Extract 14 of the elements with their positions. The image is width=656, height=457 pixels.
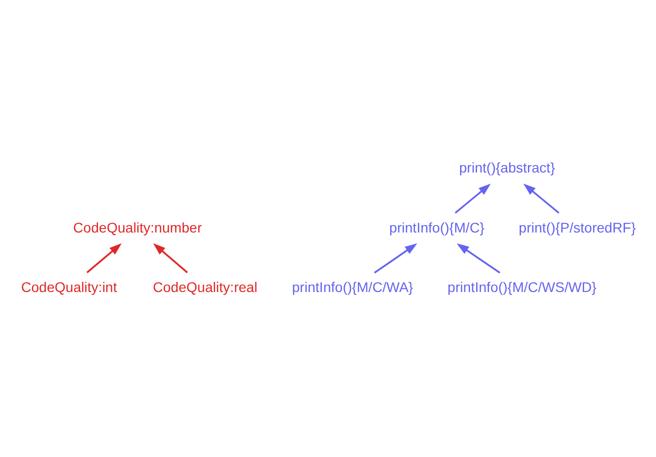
arrow: [456, 242, 500, 273]
node-text: CodeQuality:int: [21, 278, 118, 295]
arrow: [86, 242, 122, 273]
node-text: printInfo(){M/C/WS/WD}: [448, 278, 596, 295]
node-text: CodeQuality:real: [152, 278, 258, 295]
arrow: [523, 183, 560, 214]
node-text: CodeQuality:number: [73, 218, 202, 235]
arrow: [374, 242, 418, 273]
arrow: [454, 183, 491, 214]
node-text: printInfo(){M/C/WA}: [292, 278, 414, 295]
arrow: [153, 242, 188, 273]
node-text: print(){P/storedRF}: [518, 218, 636, 235]
node-text: printInfo(){M/C}: [389, 218, 484, 235]
node-text: print(){abstract}: [459, 159, 556, 176]
